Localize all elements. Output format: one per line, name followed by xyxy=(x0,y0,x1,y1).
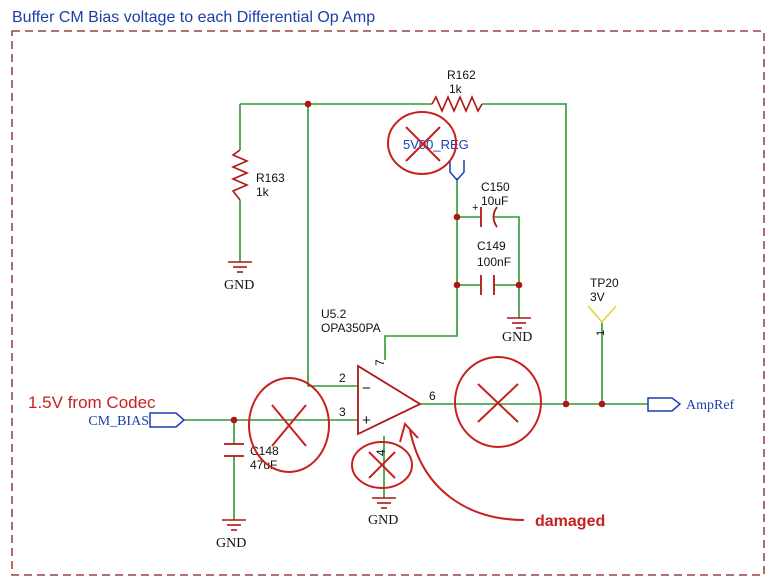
damage-mark-output xyxy=(454,356,542,448)
cm-bias-label: CM_BIAS xyxy=(88,414,149,429)
wire-supply-down xyxy=(384,178,458,360)
r163-value: 1k xyxy=(256,185,270,199)
sheet-frame xyxy=(11,30,765,576)
resistor-r162: R162 1k xyxy=(431,68,483,114)
ampref-label: AmpRef xyxy=(686,398,735,413)
opamp-u5-2: − + 2 3 6 7 4 U5.2 OPA350PA xyxy=(321,307,436,456)
capacitor-c149: C149 100nF xyxy=(477,239,511,295)
pin-number-inv: 2 xyxy=(339,371,346,385)
pin-number-gnd: 4 xyxy=(374,449,388,456)
gnd-label: GND xyxy=(216,536,246,551)
capacitor-c150: + C150 10uF xyxy=(472,180,510,228)
ground-symbol-c148: GND xyxy=(216,519,246,551)
cap-plate-curved xyxy=(492,206,498,228)
net-port-cm-bias: CM_BIAS xyxy=(88,412,186,429)
damaged-label: damaged xyxy=(535,513,605,530)
r162-value: 1k xyxy=(449,82,463,96)
damage-mark-supply xyxy=(387,111,457,175)
c150-value: 10uF xyxy=(481,194,508,208)
junctions xyxy=(230,100,606,424)
damage-mark-gnd-pin xyxy=(351,441,413,489)
gnd-label: GND xyxy=(224,278,254,293)
supply-net-label: 5V00_REG xyxy=(403,137,469,152)
damage-marks xyxy=(248,111,542,521)
r162-ref: R162 xyxy=(447,68,476,82)
port-symbol xyxy=(149,412,186,428)
testpoint-symbol xyxy=(587,305,617,324)
junction-dot xyxy=(453,281,461,289)
gnd-label: GND xyxy=(368,513,398,528)
ground-symbol-c149: GND xyxy=(502,317,532,345)
wire-top-right xyxy=(482,103,567,404)
pin-number-vcc: 7 xyxy=(373,359,387,366)
u52-part: OPA350PA xyxy=(321,321,381,335)
ground-symbol-opamp: GND xyxy=(368,497,398,528)
junction-dot xyxy=(598,400,606,408)
damage-mark-input xyxy=(248,377,330,473)
gnd-label: GND xyxy=(502,330,532,345)
u52-ref: U5.2 xyxy=(321,307,347,321)
damage-arrow-head xyxy=(399,422,419,443)
power-port-symbol xyxy=(449,160,465,182)
resistor-r163: R163 1k xyxy=(230,149,285,201)
c148-value: 47uF xyxy=(250,458,277,472)
damage-arrow xyxy=(409,429,525,521)
opamp-triangle xyxy=(357,364,422,436)
port-symbol xyxy=(647,397,682,412)
junction-dot xyxy=(515,281,523,289)
ground-symbol-r163: GND xyxy=(224,261,254,293)
resistor-symbol xyxy=(230,149,250,201)
r163-ref: R163 xyxy=(256,171,285,185)
tp20-ref: TP20 xyxy=(590,276,619,290)
pin-number-out: 6 xyxy=(429,389,436,403)
c149-ref: C149 xyxy=(477,239,506,253)
sheet-title: Buffer CM Bias voltage to each Different… xyxy=(12,9,375,26)
junction-dot xyxy=(453,213,461,221)
wire-c149-right xyxy=(494,284,520,318)
junction-dot xyxy=(230,416,238,424)
net-port-ampref: AmpRef xyxy=(647,397,735,413)
pin-number-noninv: 3 xyxy=(339,405,346,419)
source-annotation: 1.5V from Codec xyxy=(28,393,156,412)
junction-dot xyxy=(562,400,570,408)
wire-c150-right xyxy=(494,216,520,285)
tp20-value: 3V xyxy=(590,290,605,304)
c149-value: 100nF xyxy=(477,255,511,269)
c148-ref: C148 xyxy=(250,444,279,458)
opamp-minus-symbol: − xyxy=(362,380,371,397)
resistor-symbol xyxy=(431,94,483,114)
junction-dot xyxy=(304,100,312,108)
tp20-pin-number: 1 xyxy=(595,330,607,336)
cap-polarity-plus: + xyxy=(472,202,478,214)
testpoint-tp20: TP20 3V 1 xyxy=(587,276,619,336)
c150-ref: C150 xyxy=(481,180,510,194)
wire-feedback xyxy=(307,104,358,387)
opamp-plus-symbol: + xyxy=(362,412,371,429)
